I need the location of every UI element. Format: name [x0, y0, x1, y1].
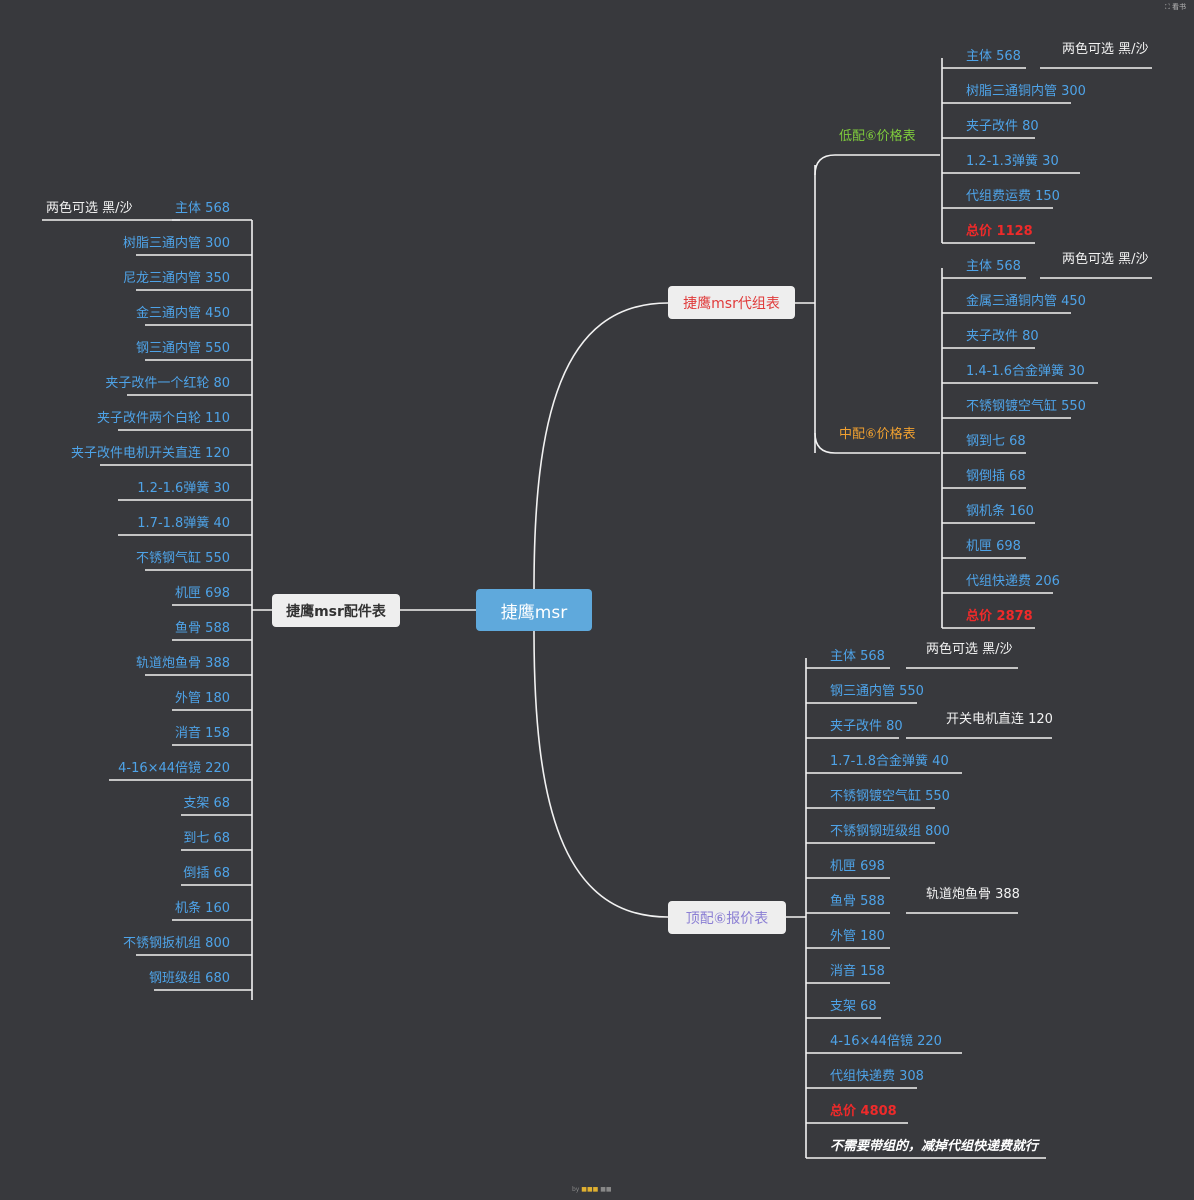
parts-item: 1.2-1.6弹簧 30: [137, 481, 230, 496]
low-color-note: 两色可选 黑/沙: [1062, 42, 1149, 57]
top-item: 代组快递费 308: [830, 1069, 924, 1084]
top-item: 主体 568: [830, 649, 885, 664]
parts-table-node[interactable]: 捷鹰msr配件表: [272, 594, 400, 627]
low-item: 树脂三通铜内管 300: [966, 84, 1086, 99]
mid-item: 主体 568: [966, 259, 1021, 274]
parts-item: 支架 68: [183, 796, 230, 811]
top-item: 不锈钢钢班级组 800: [830, 824, 950, 839]
parts-item: 尼龙三通内管 350: [123, 271, 230, 286]
mid-item: 钢机条 160: [966, 504, 1034, 519]
parts-item: 倒插 68: [183, 866, 230, 881]
mid-item: 钢倒插 68: [966, 469, 1026, 484]
parts-item: 夹子改件一个红轮 80: [105, 376, 230, 391]
parts-item: 鱼骨 588: [175, 621, 230, 636]
parts-item: 4-16×44倍镜 220: [118, 761, 230, 776]
top-item: 夹子改件 80: [830, 719, 903, 734]
mid-item: 夹子改件 80: [966, 329, 1039, 344]
low-total: 总价 1128: [966, 224, 1033, 239]
parts-item: 主体 568: [175, 201, 230, 216]
low-branch: [814, 154, 940, 176]
mid-item: 1.4-1.6合金弹簧 30: [966, 364, 1085, 379]
parts-item: 钢三通内管 550: [136, 341, 230, 356]
parts-item: 到七 68: [183, 831, 230, 846]
parts-item: 夹子改件两个白轮 110: [97, 411, 230, 426]
top-total: 总价 4808: [830, 1104, 897, 1119]
parts-item: 机条 160: [175, 901, 230, 916]
fullscreen-icon[interactable]: ⛶ 看书: [1164, 3, 1186, 11]
parts-item: 1.7-1.8弹簧 40: [137, 516, 230, 531]
parts-item: 外管 180: [175, 691, 230, 706]
parts-item: 金三通内管 450: [136, 306, 230, 321]
parts-item: 钢班级组 680: [149, 971, 230, 986]
parts-item: 夹子改件电机开关直连 120: [71, 446, 230, 461]
mid-table-title: 中配⑥价格表: [839, 427, 916, 442]
parts-item: 不锈钢扳机组 800: [123, 936, 230, 951]
low-item: 代组费运费 150: [966, 189, 1060, 204]
mid-item: 金属三通铜内管 450: [966, 294, 1086, 309]
assembly-table-node[interactable]: 捷鹰msr代组表: [668, 286, 795, 319]
top-clip-note: 开关电机直连 120: [946, 712, 1053, 727]
top-table-title: 顶配⑥报价表: [685, 910, 769, 927]
top-item: 消音 158: [830, 964, 885, 979]
top-item: 1.7-1.8合金弹簧 40: [830, 754, 949, 769]
top-item: 外管 180: [830, 929, 885, 944]
mid-item: 机匣 698: [966, 539, 1021, 554]
top-table-node[interactable]: 顶配⑥报价表: [668, 901, 786, 934]
top-item: 4-16×44倍镜 220: [830, 1034, 942, 1049]
root-to-assembly-curve: [533, 302, 669, 590]
parts-item: 树脂三通内管 300: [123, 236, 230, 251]
mid-item: 钢到七 68: [966, 434, 1026, 449]
parts-color-note: 两色可选 黑/沙: [46, 201, 133, 216]
assembly-table-title: 捷鹰msr代组表: [683, 295, 780, 312]
low-table-title: 低配⑥价格表: [839, 129, 916, 144]
root-node[interactable]: 捷鹰msr: [476, 589, 592, 631]
top-color-note: 两色可选 黑/沙: [926, 642, 1013, 657]
mid-item: 代组快递费 206: [966, 574, 1060, 589]
top-item: 鱼骨 588: [830, 894, 885, 909]
low-item: 夹子改件 80: [966, 119, 1039, 134]
top-item: 不锈钢镀空气缸 550: [830, 789, 950, 804]
parts-item: 消音 158: [175, 726, 230, 741]
top-item: 钢三通内管 550: [830, 684, 924, 699]
top-item: 支架 68: [830, 999, 877, 1014]
root-to-top-curve: [533, 630, 669, 918]
root-node-label: 捷鹰msr: [500, 602, 568, 623]
mid-item: 不锈钢镀空气缸 550: [966, 399, 1086, 414]
parts-item: 机匣 698: [175, 586, 230, 601]
top-footnote: 不需要带组的，减掉代组快递费就行: [830, 1139, 1039, 1154]
mid-color-note: 两色可选 黑/沙: [1062, 252, 1149, 267]
watermark: by ■■■ ■■: [572, 1186, 612, 1193]
top-item: 机匣 698: [830, 859, 885, 874]
mid-total: 总价 2878: [966, 609, 1033, 624]
top-rail-note: 轨道炮鱼骨 388: [926, 887, 1020, 902]
parts-item: 不锈钢气缸 550: [136, 551, 230, 566]
parts-table-title: 捷鹰msr配件表: [286, 603, 386, 620]
mid-branch: [814, 432, 940, 454]
parts-item: 轨道炮鱼骨 388: [136, 656, 230, 671]
low-item: 1.2-1.3弹簧 30: [966, 154, 1059, 169]
low-item: 主体 568: [966, 49, 1021, 64]
